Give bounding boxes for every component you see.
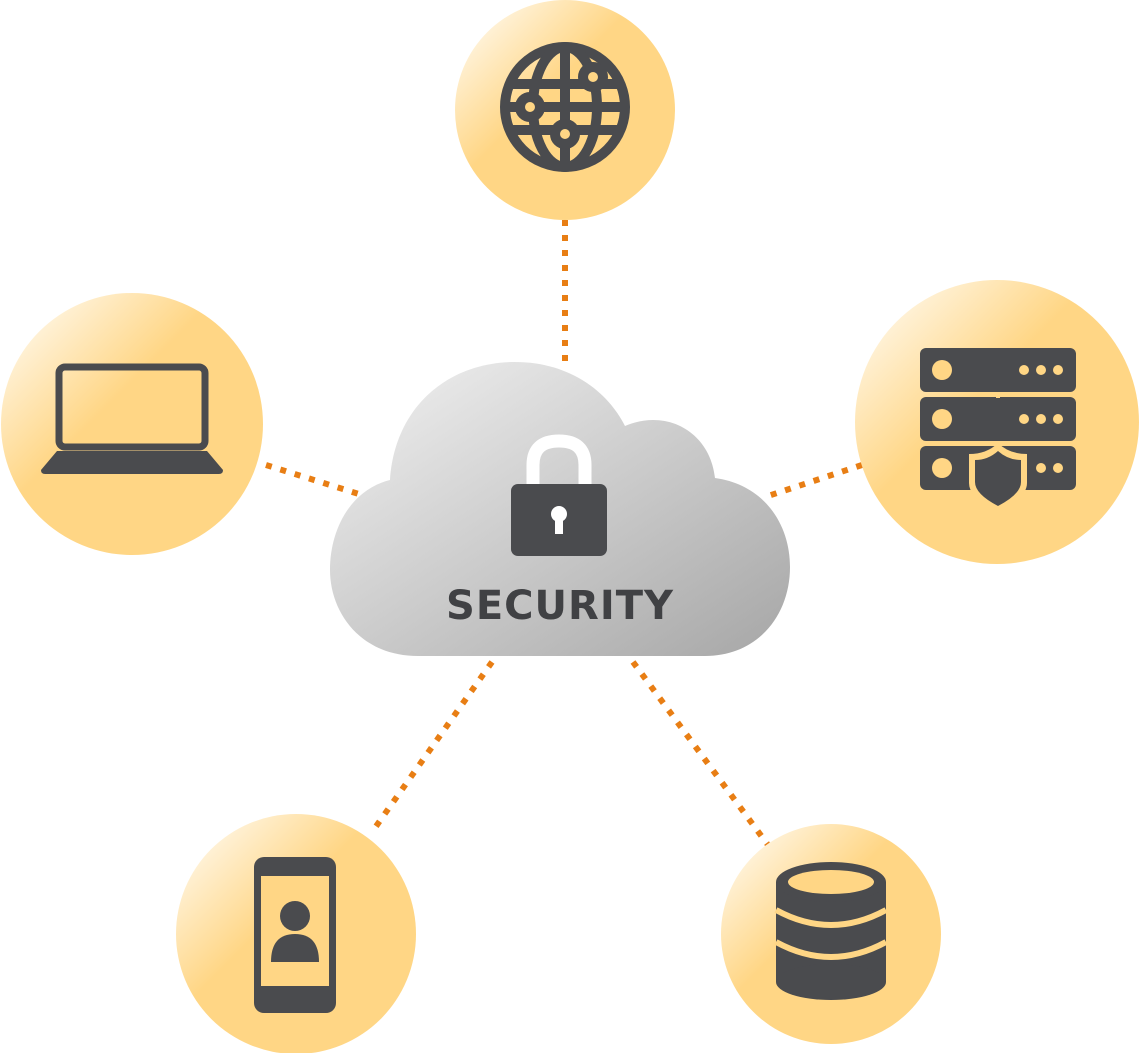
node-network <box>455 0 675 220</box>
connector-database <box>630 660 771 847</box>
node-server <box>855 280 1139 564</box>
node-laptop-circle <box>1 293 263 555</box>
node-laptop <box>1 293 263 555</box>
node-mobile <box>176 814 416 1053</box>
security-cloud <box>330 362 790 656</box>
server-shield-icon <box>920 348 1076 513</box>
node-database <box>721 824 941 1044</box>
laptop-icon <box>41 363 223 474</box>
database-icon <box>774 862 888 1000</box>
connector-mobile <box>369 660 495 834</box>
globe-network-icon <box>500 42 630 172</box>
padlock-icon <box>511 434 607 556</box>
connectors <box>265 220 863 847</box>
security-label: SECURITY <box>446 583 674 629</box>
smartphone-user-icon <box>254 857 336 1013</box>
connector-server <box>764 462 863 500</box>
connector-laptop <box>265 462 363 498</box>
